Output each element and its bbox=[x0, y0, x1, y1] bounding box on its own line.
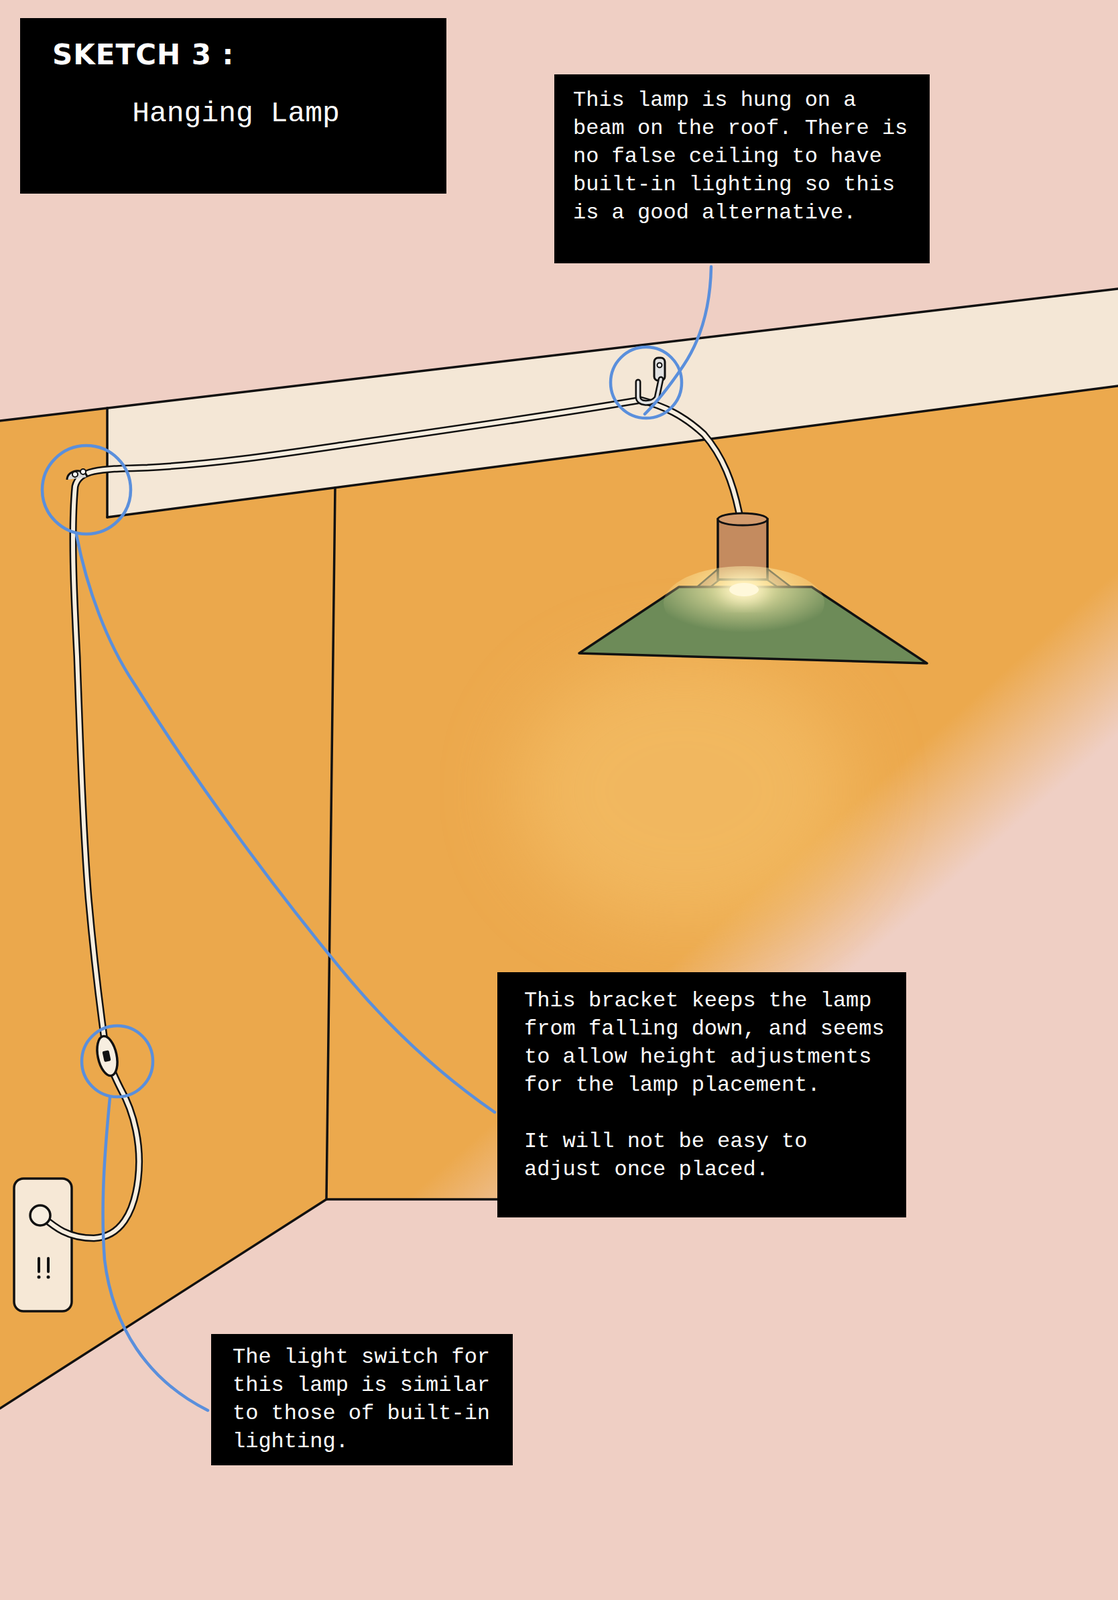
lamp-cap-top bbox=[717, 513, 768, 526]
callout-text: The light switch for this lamp is simila… bbox=[232, 1343, 497, 1457]
left-wall bbox=[0, 408, 336, 1409]
floor-edge bbox=[326, 1198, 510, 1202]
wall-outlet bbox=[14, 1178, 72, 1312]
inline-switch bbox=[93, 1034, 121, 1079]
right-wall bbox=[326, 386, 1118, 1200]
callout-text: This lamp is hung on a beam on the roof.… bbox=[573, 86, 913, 228]
highlight-circle bbox=[81, 1026, 153, 1098]
beam-top-edge bbox=[0, 288, 1118, 421]
sketch-heading: SKETCH 3 : bbox=[52, 38, 420, 72]
outlet-slot bbox=[46, 1258, 50, 1273]
switch-toggle bbox=[101, 1050, 111, 1063]
leader-line bbox=[76, 534, 495, 1113]
plug bbox=[30, 1205, 51, 1226]
leader-line bbox=[644, 266, 712, 415]
callout-box: This bracket keeps the lamp from falling… bbox=[497, 972, 907, 1218]
callout-text: It will not be easy to adjust once place… bbox=[524, 1128, 887, 1185]
leader-line bbox=[103, 1097, 208, 1411]
clip-screw bbox=[80, 469, 86, 475]
beam-end-edge bbox=[105, 408, 109, 518]
wall-corner bbox=[326, 487, 336, 1200]
clip-screw bbox=[72, 471, 78, 478]
outlet-slot bbox=[37, 1258, 41, 1273]
light-glow bbox=[516, 656, 852, 925]
highlight-circle bbox=[42, 445, 131, 535]
sketch-title: Hanging Lamp bbox=[52, 95, 420, 133]
callout-text: This bracket keeps the lamp from falling… bbox=[524, 987, 887, 1100]
light-bulb bbox=[729, 583, 759, 597]
light-bulb-glow bbox=[722, 580, 766, 602]
hook-screw bbox=[657, 363, 663, 368]
outlet-slot bbox=[46, 1276, 51, 1280]
outlet-slot bbox=[37, 1276, 41, 1280]
callout-box: This lamp is hung on a beam on the roof.… bbox=[554, 74, 930, 264]
title-box: SKETCH 3 : Hanging Lamp bbox=[20, 18, 447, 194]
callout-box: The light switch for this lamp is simila… bbox=[211, 1334, 513, 1466]
shade-glow bbox=[663, 566, 825, 641]
